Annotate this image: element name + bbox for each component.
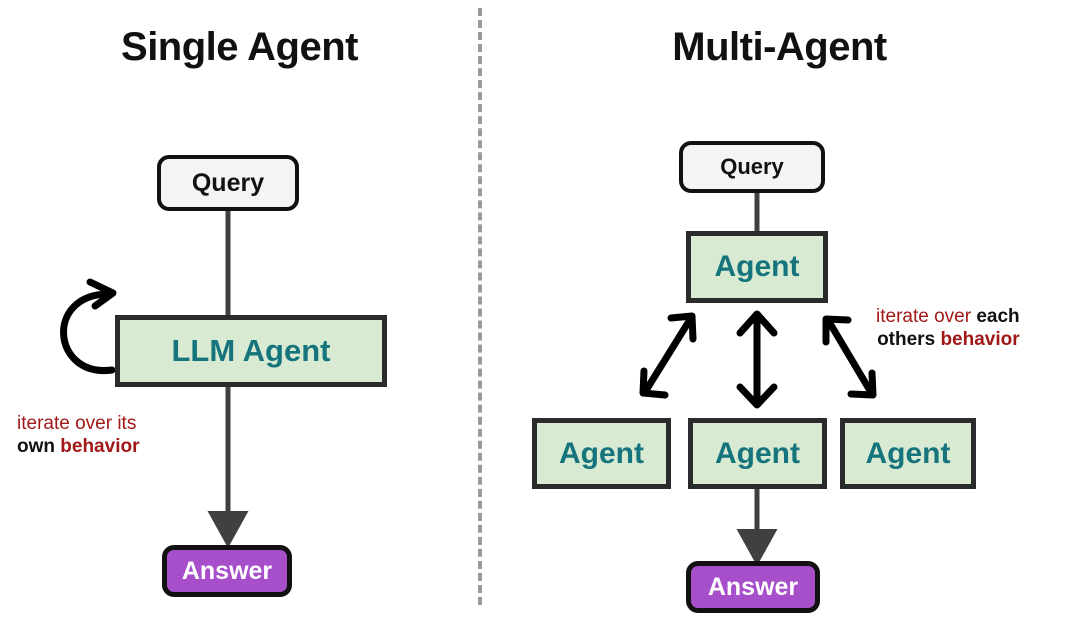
node-single-answer[interactable]: Answer [162, 545, 292, 597]
double-arrow-middle-head-up [736, 310, 778, 337]
annotation-single-line1: iterate over its [17, 413, 137, 434]
node-multi-query[interactable]: Query [679, 141, 825, 193]
double-arrow-left-head-up [667, 312, 697, 343]
double-arrow-left [641, 314, 695, 396]
node-worker-agent-1[interactable]: Agent [532, 418, 671, 489]
double-arrow-right [824, 316, 876, 398]
page-title-single-agent: Single Agent [121, 25, 358, 69]
double-arrow-left-head-down [639, 367, 669, 399]
node-single-query[interactable]: Query [157, 155, 299, 211]
self-loop-arrowhead [86, 278, 117, 310]
double-arrow-right-head-up [822, 315, 852, 346]
double-arrow-right-head-down [847, 369, 877, 399]
double-arrow-middle-head-down [736, 383, 778, 409]
annotation-single-agent: iterate over its own behavior [17, 412, 139, 458]
annotation-single-line2-own: own [17, 436, 55, 457]
annotation-multi-line1-iterate: iterate over [876, 306, 972, 327]
annotation-single-line2-behavior: behavior [60, 436, 140, 457]
annotation-multi-line2-others: others [877, 329, 936, 350]
page-title-multi-agent: Multi-Agent [672, 25, 887, 69]
self-loop-arrow [60, 290, 116, 374]
node-worker-agent-2[interactable]: Agent [688, 418, 827, 489]
annotation-multi-agent: iterate over each others behavior [876, 305, 1020, 351]
node-llm-agent[interactable]: LLM Agent [115, 315, 387, 387]
annotation-multi-line1-each: each [976, 306, 1020, 327]
node-orchestrator-agent[interactable]: Agent [686, 231, 828, 303]
node-worker-agent-3[interactable]: Agent [840, 418, 976, 489]
node-multi-answer[interactable]: Answer [686, 561, 820, 613]
panel-divider [478, 8, 482, 605]
annotation-multi-line2-behavior: behavior [940, 329, 1020, 350]
